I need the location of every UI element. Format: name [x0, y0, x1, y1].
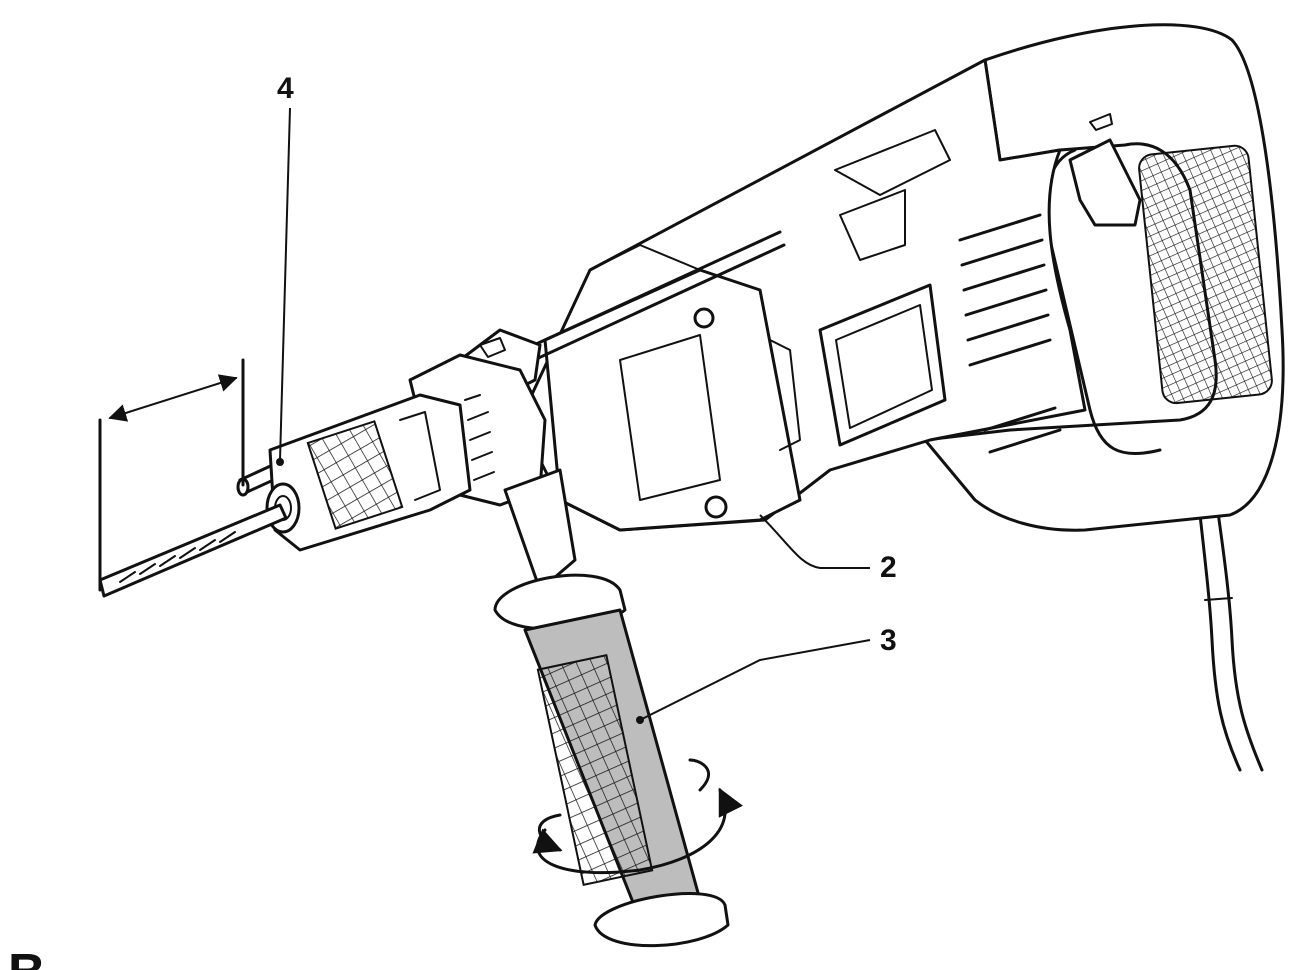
- grip-texture: [1138, 144, 1273, 405]
- callout-label-3: 3: [880, 624, 897, 657]
- trigger-switch: [1068, 138, 1142, 227]
- vent-slots: [958, 213, 1062, 454]
- drill-bit: [98, 503, 288, 598]
- callout-label-4: 4: [277, 72, 294, 105]
- auxiliary-handle: [493, 468, 743, 948]
- callout-label-2: 2: [880, 551, 897, 584]
- power-cable: [1193, 468, 1264, 772]
- drill-chuck: [265, 393, 472, 552]
- reverse-switch-icon: [1089, 113, 1113, 131]
- panel-letter: B: [8, 944, 46, 970]
- motor-housing: [518, 58, 1087, 532]
- chuck-knurl: [306, 420, 404, 530]
- housing-window: [818, 283, 947, 447]
- callout-leaders: [276, 107, 871, 724]
- housing-screw-top: [693, 307, 715, 329]
- rotation-arrows-icon: [532, 758, 743, 875]
- handle-grip-texture: [536, 653, 654, 887]
- depth-dimension: [98, 358, 245, 592]
- clamp-screw: [704, 495, 728, 519]
